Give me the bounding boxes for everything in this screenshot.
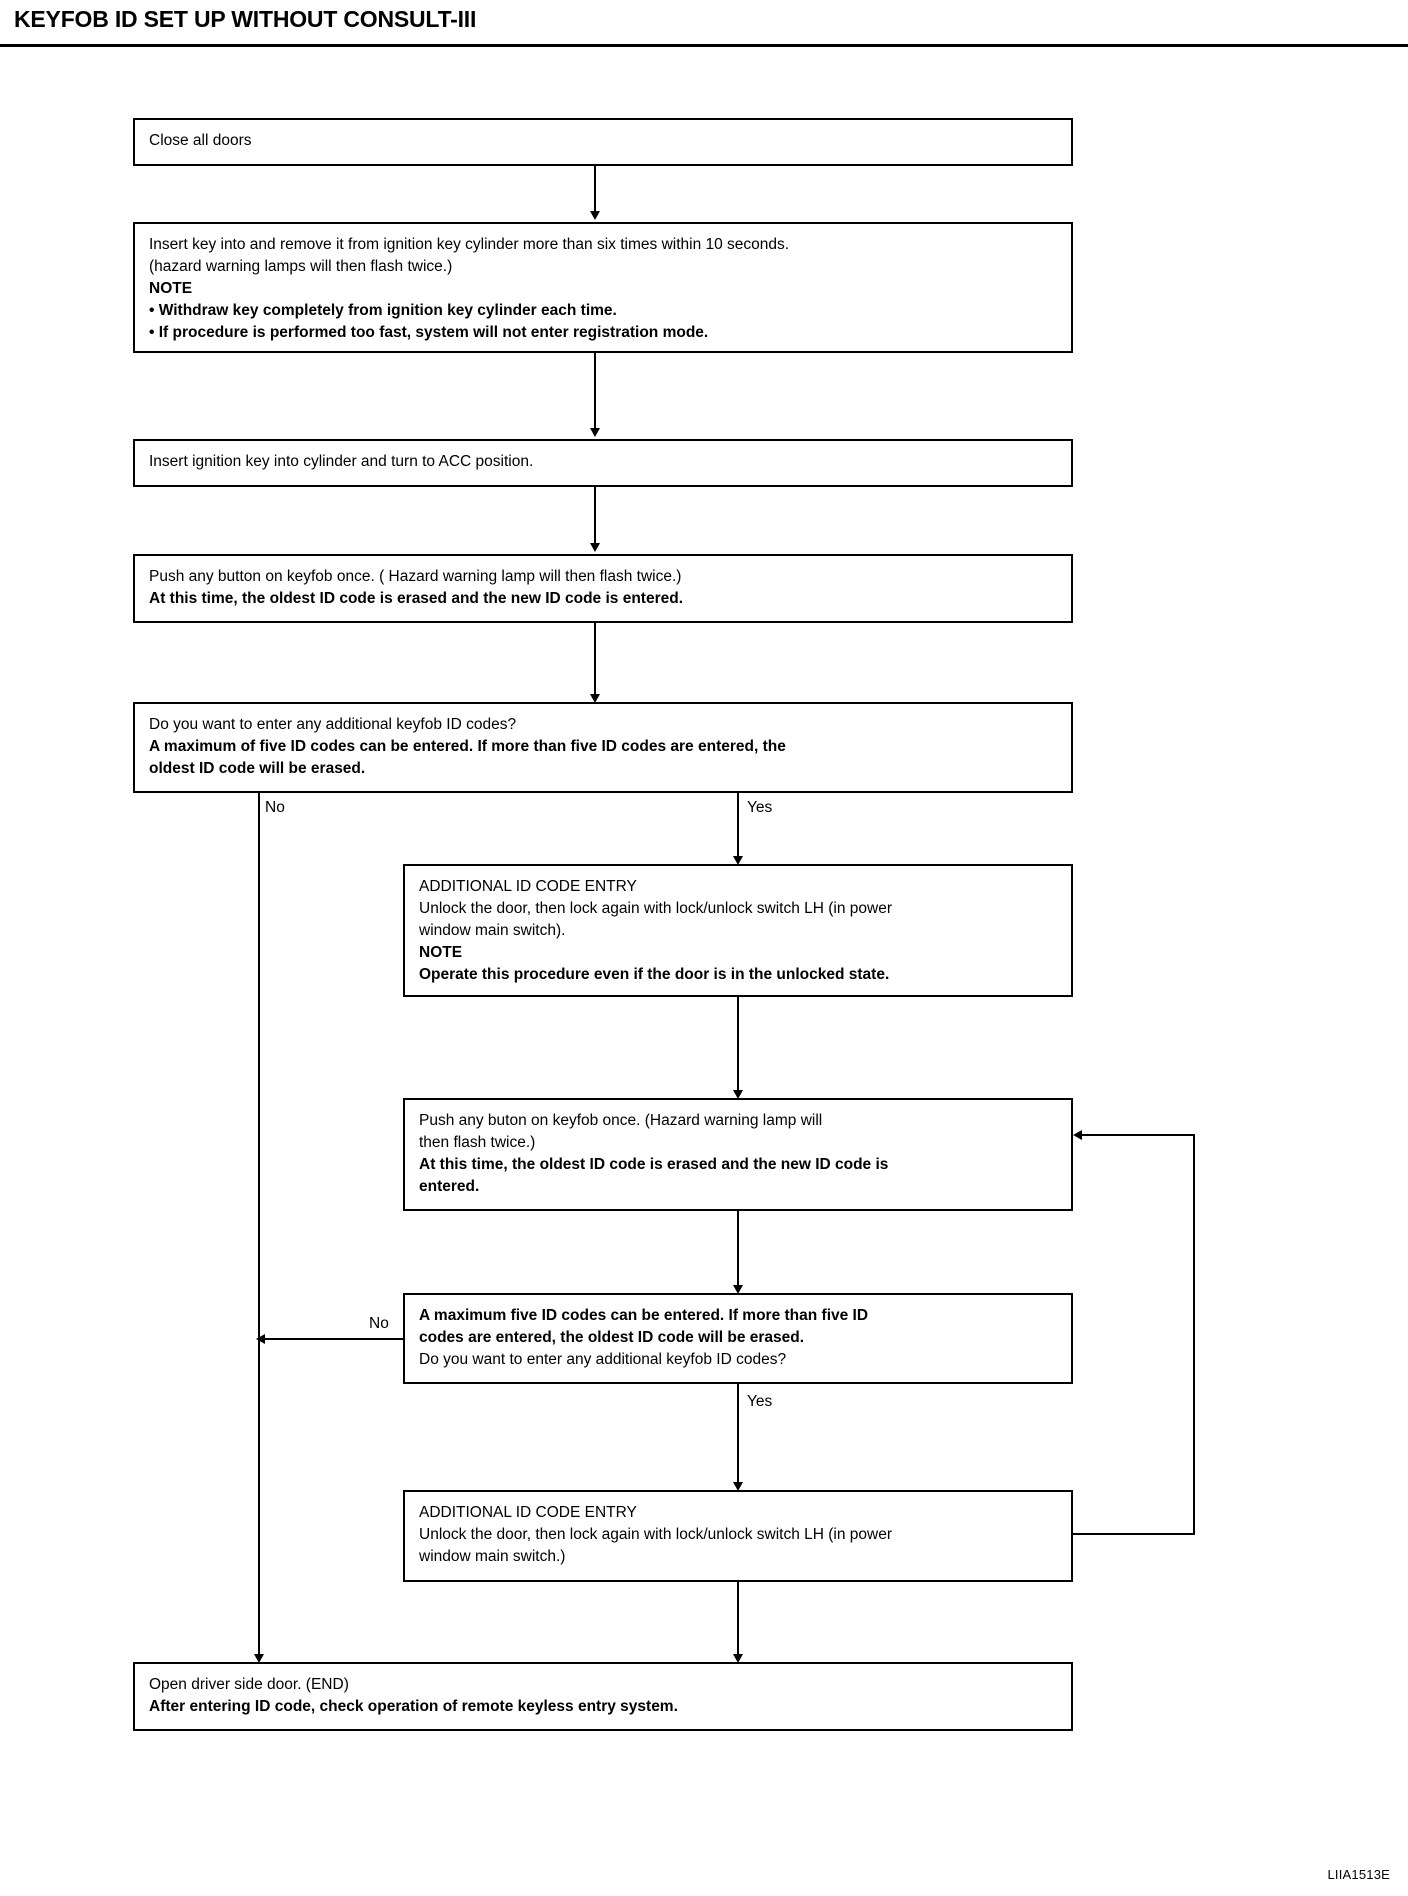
node-line: Do you want to enter any additional keyf…: [419, 1351, 787, 1368]
arrow-3: [590, 543, 600, 552]
connector-5: [737, 997, 739, 1092]
connector-no-2: [262, 1338, 403, 1340]
connector-yes-1: [737, 793, 739, 858]
node-line: At this time, the oldest ID code is eras…: [419, 1156, 889, 1173]
branch-label-no-2: No: [369, 1315, 389, 1332]
arrow-no-1: [254, 1654, 264, 1663]
node-line: Unlock the door, then lock again with lo…: [419, 900, 892, 917]
connector-no-1: [258, 793, 260, 1656]
node-line: • Withdraw key completely from ignition …: [149, 302, 617, 319]
node-line: (hazard warning lamps will then flash tw…: [149, 258, 453, 275]
node-additional-entry-2: ADDITIONAL ID CODE ENTRY Unlock the door…: [403, 1490, 1073, 1582]
connector-3: [594, 487, 596, 545]
arrow-5: [733, 1090, 743, 1099]
node-line: ADDITIONAL ID CODE ENTRY: [419, 878, 637, 895]
branch-label-no-1: No: [265, 799, 285, 816]
connector-7: [737, 1582, 739, 1656]
node-line: Open driver side door. (END): [149, 1676, 349, 1693]
node-line: Insert key into and remove it from ignit…: [149, 236, 790, 253]
node-line: A maximum of five ID codes can be entere…: [149, 738, 786, 755]
node-line: ADDITIONAL ID CODE ENTRY: [419, 1504, 637, 1521]
node-line: NOTE: [419, 944, 463, 961]
node-decision-additional-2: A maximum five ID codes can be entered. …: [403, 1293, 1073, 1384]
node-decision-additional-1: Do you want to enter any additional keyf…: [133, 702, 1073, 793]
connector-4: [594, 623, 596, 696]
node-end-open-door: Open driver side door. (END) After enter…: [133, 1662, 1073, 1731]
node-line: Push any button on keyfob once. ( Hazard…: [149, 568, 682, 585]
feedback-arrow: [1073, 1130, 1082, 1140]
node-line: Do you want to enter any additional keyf…: [149, 716, 517, 733]
node-line: Unlock the door, then lock again with lo…: [419, 1526, 892, 1543]
node-line: codes are entered, the oldest ID code wi…: [419, 1329, 805, 1346]
node-line: Push any buton on keyfob once. (Hazard w…: [419, 1112, 823, 1129]
node-line: then flash twice.): [419, 1134, 536, 1151]
node-line: NOTE: [149, 280, 193, 297]
feedback-bottom-segment: [1073, 1533, 1195, 1535]
feedback-top-segment: [1079, 1134, 1195, 1136]
node-line: oldest ID code will be erased.: [149, 760, 366, 777]
node-line: window main switch).: [419, 922, 566, 939]
arrow-2: [590, 428, 600, 437]
node-line: window main switch.): [419, 1548, 566, 1565]
page-title: KEYFOB ID SET UP WITHOUT CONSULT-III: [14, 6, 477, 32]
arrow-6: [733, 1285, 743, 1294]
node-line: Operate this procedure even if the door …: [419, 966, 890, 983]
connector-2: [594, 353, 596, 430]
arrow-no-2: [256, 1334, 265, 1344]
arrow-1: [590, 211, 600, 220]
arrow-yes-1: [733, 856, 743, 865]
node-additional-entry-1: ADDITIONAL ID CODE ENTRY Unlock the door…: [403, 864, 1073, 997]
arrow-4: [590, 694, 600, 703]
node-close-doors: Close all doors: [133, 118, 1073, 166]
node-line: At this time, the oldest ID code is eras…: [149, 590, 684, 607]
branch-label-yes-1: Yes: [747, 799, 773, 816]
node-turn-acc: Insert ignition key into cylinder and tu…: [133, 439, 1073, 487]
node-line: A maximum five ID codes can be entered. …: [419, 1307, 869, 1324]
node-line: Close all doors: [149, 132, 252, 149]
node-line: After entering ID code, check operation …: [149, 1698, 678, 1715]
node-line: entered.: [419, 1178, 480, 1195]
arrow-yes-2: [733, 1482, 743, 1491]
feedback-vertical-segment: [1193, 1134, 1195, 1535]
node-line: Insert ignition key into cylinder and tu…: [149, 453, 534, 470]
node-insert-remove-key: Insert key into and remove it from ignit…: [133, 222, 1073, 353]
branch-label-yes-2: Yes: [747, 1393, 773, 1410]
connector-yes-2: [737, 1384, 739, 1484]
connector-1: [594, 166, 596, 213]
connector-6: [737, 1211, 739, 1287]
node-push-button-second: Push any buton on keyfob once. (Hazard w…: [403, 1098, 1073, 1211]
footer-code: LIIA1513E: [1327, 1867, 1390, 1882]
node-push-button-first: Push any button on keyfob once. ( Hazard…: [133, 554, 1073, 623]
title-divider: [0, 44, 1408, 47]
arrow-7: [733, 1654, 743, 1663]
node-line: • If procedure is performed too fast, sy…: [149, 324, 709, 341]
